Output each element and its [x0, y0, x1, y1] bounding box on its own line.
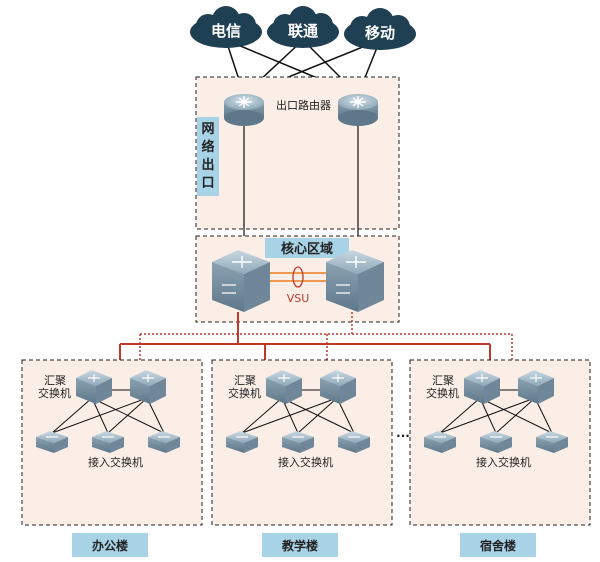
egress-label-char: 口 [201, 176, 214, 191]
egress-label-char: 出 [201, 157, 214, 173]
aggregation-label-line2: 交换机 [38, 386, 71, 400]
building-name: 办公楼 [92, 538, 128, 553]
isp-clouds [190, 6, 416, 50]
building-name: 宿舍楼 [480, 538, 516, 553]
isp-label-telecom: 电信 [211, 22, 241, 40]
access-links [439, 397, 553, 434]
access-switch-label: 接入交换机 [88, 455, 143, 469]
building-name-bg [460, 533, 536, 557]
aggregation-switch-left [464, 370, 500, 404]
building-name: 教学楼 [281, 538, 318, 553]
access-switch-0 [226, 431, 258, 453]
egress-label-char: 网 [201, 122, 214, 137]
access-switch-1 [480, 431, 512, 453]
aggregation-switch-left [76, 370, 112, 404]
egress-label-char: 络 [201, 139, 214, 155]
access-switch-1 [92, 431, 124, 453]
uplinks-solid [119, 312, 491, 380]
aggregation-switch-left [266, 370, 302, 404]
access-switch-label: 接入交换机 [476, 455, 531, 469]
uplinks-dotted [139, 312, 513, 360]
access-switch-2 [338, 431, 370, 453]
access-switch-label: 接入交换机 [278, 455, 333, 469]
access-switch-0 [424, 431, 456, 453]
aggregation-label-line1: 汇聚 [234, 374, 256, 387]
more-buildings-ellipsis: ··· [396, 429, 410, 443]
access-switch-2 [536, 431, 568, 453]
cloud-unicom [267, 6, 339, 48]
cloud-mobile [344, 8, 416, 50]
aggregation-switch-right [518, 370, 554, 404]
egress-zone-label-bg [197, 117, 219, 196]
access-links [51, 397, 165, 434]
aggregation-label-line2: 交换机 [228, 386, 261, 400]
core-switch-left [212, 250, 270, 312]
router-left [224, 94, 264, 126]
access-links [241, 397, 355, 434]
aggregation-label-line2: 交换机 [426, 386, 459, 400]
isp-label-unicom: 联通 [288, 22, 318, 40]
router-label: 出口路由器 [276, 98, 331, 112]
vsu-ring [292, 266, 304, 288]
aggregation-switch-right [130, 370, 166, 404]
core-switch-right [326, 250, 384, 312]
access-switch-0 [36, 431, 68, 453]
building-name-bg [262, 533, 338, 557]
isp-label-mobile: 移动 [365, 24, 395, 42]
cloud-telecom [190, 6, 262, 48]
aggregation-switch-right [320, 370, 356, 404]
router-right [338, 94, 378, 126]
access-switch-2 [148, 431, 180, 453]
router-core-links [243, 120, 359, 250]
vsu-label: VSU [287, 292, 310, 305]
building-name-bg [72, 533, 148, 557]
core-title: 核心区域 [281, 241, 333, 257]
aggregation-label-line1: 汇聚 [432, 374, 454, 387]
egress-zone-label: 网 络 出 口 [201, 122, 214, 191]
access-switch-1 [282, 431, 314, 453]
aggregation-label-line1: 汇聚 [44, 374, 66, 387]
vsu-links [268, 272, 328, 282]
core-title-bg [265, 238, 349, 258]
